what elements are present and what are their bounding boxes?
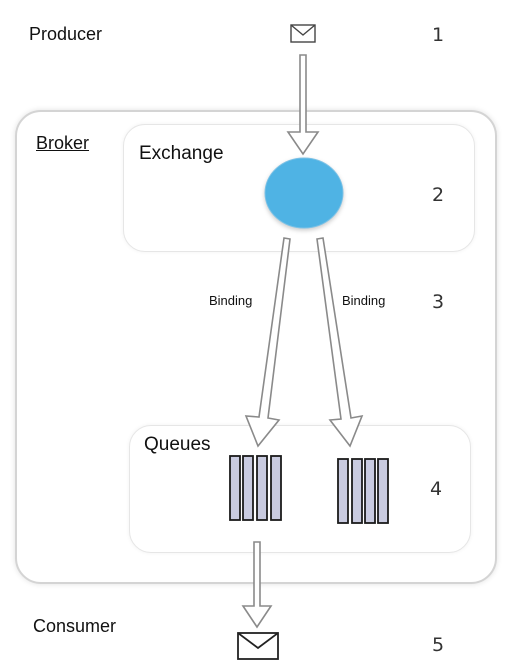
consumer-envelope-icon [237, 632, 279, 660]
queue-right [337, 458, 389, 524]
consumer-label: Consumer [33, 616, 117, 636]
step-number-3: 3 [432, 291, 445, 313]
binding-right-label: Binding [342, 293, 386, 308]
step-number-5: 5 [432, 634, 445, 656]
binding-right-arrow [316, 237, 364, 448]
step-number-1: 1 [432, 24, 445, 46]
producer-to-exchange-arrow [286, 54, 320, 156]
queue-to-consumer-arrow [241, 541, 273, 629]
binding-left-arrow [244, 237, 291, 448]
broker-label: Broker [36, 133, 90, 153]
binding-left-label: Binding [209, 293, 253, 308]
queues-label: Queues [144, 434, 211, 455]
producer-envelope-icon [290, 24, 316, 43]
queue-left [229, 455, 282, 521]
producer-label: Producer [29, 24, 103, 44]
exchange-node [264, 157, 344, 229]
queues-box [129, 425, 471, 553]
step-number-2: 2 [432, 184, 445, 206]
step-number-4: 4 [430, 478, 443, 500]
exchange-label: Exchange [139, 143, 224, 164]
